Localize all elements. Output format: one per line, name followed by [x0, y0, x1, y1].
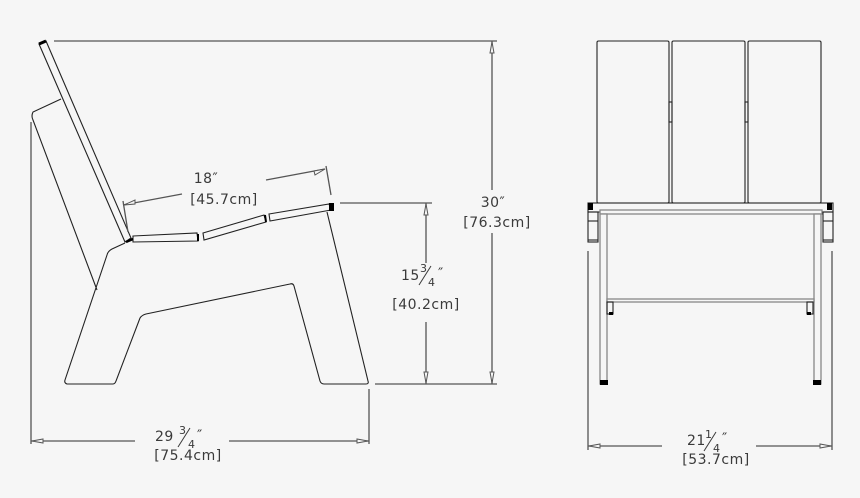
backrest — [38, 39, 132, 243]
seat-depth-dimension: 18″ [45.7cm] — [122, 165, 332, 233]
front-stretcher — [606, 298, 815, 315]
overall-depth-whole: 29 — [155, 429, 174, 445]
back-slats — [596, 40, 822, 204]
overall-width-metric: [53.7cm] — [682, 452, 749, 468]
overall-width-whole: 21 — [687, 433, 706, 449]
seat-slats — [125, 203, 334, 244]
overall-width-numerator: 1 — [705, 428, 712, 441]
overall-width-unit: ″ — [722, 431, 728, 447]
overall-depth-dimension: 29 3 4 ″ [75.4cm] — [30, 122, 370, 464]
overall-width-denominator: 4 — [713, 442, 720, 455]
seat-depth-metric: [45.7cm] — [190, 192, 257, 208]
seat-height-denominator: 4 — [428, 276, 435, 289]
seat-height-whole: 15 — [401, 268, 420, 284]
overall-depth-unit: ″ — [197, 428, 203, 444]
seat-height-metric: [40.2cm] — [392, 297, 459, 313]
overall-depth-metric: [75.4cm] — [154, 448, 221, 464]
overall-height-imperial: 30″ — [481, 195, 506, 211]
side-view: 18″ [45.7cm] 15 3 4 ″ [40.2cm] 30″ [ — [30, 39, 530, 464]
seat-height-dimension: 15 3 4 ″ [40.2cm] — [392, 203, 459, 384]
side-brackets — [587, 211, 834, 243]
overall-depth-denominator: 4 — [188, 438, 195, 451]
front-seat — [587, 202, 834, 215]
overall-width-dimension: 21 1 4 ″ [53.7cm] — [587, 251, 833, 468]
overall-height-dimension: 30″ [76.3cm] — [463, 41, 530, 384]
seat-depth-imperial: 18″ — [194, 171, 219, 187]
seat-height-numerator: 3 — [420, 262, 427, 275]
seat-height-unit: ″ — [438, 266, 444, 282]
side-frame — [31, 98, 369, 385]
overall-height-metric: [76.3cm] — [463, 215, 530, 231]
front-view: 21 1 4 ″ [53.7cm] — [587, 40, 834, 468]
overall-depth-numerator: 3 — [179, 424, 186, 437]
